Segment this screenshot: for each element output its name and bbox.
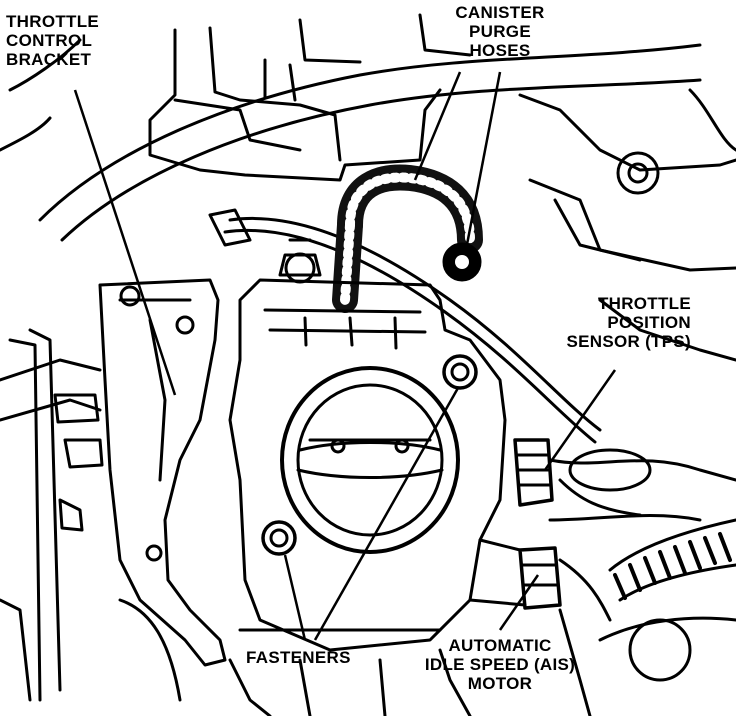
label-line: MOTOR: [467, 674, 533, 693]
label-line: THROTTLE: [597, 294, 691, 313]
canister-purge-hose: [332, 164, 483, 313]
label-line: PURGE: [469, 22, 531, 41]
label-line: FASTENERS: [246, 648, 351, 667]
leader-lines: [73, 71, 617, 641]
throttle-body-casting: [228, 238, 507, 652]
label-ais-motor: AUTOMATIC IDLE SPEED (AIS) MOTOR: [412, 636, 588, 693]
label-line: AUTOMATIC: [448, 636, 552, 655]
label-throttle-position-sensor: THROTTLE POSITION SENSOR (TPS): [566, 294, 691, 351]
label-line: THROTTLE: [6, 12, 100, 31]
main-hose: [0, 38, 702, 242]
leader-tps: [543, 369, 617, 471]
leader-bracket: [73, 89, 177, 396]
label-line: CONTROL: [6, 31, 93, 50]
leader-fasteners-1: [283, 554, 307, 641]
leader-canister-1: [413, 71, 462, 181]
fastener-bolts: [119, 285, 478, 562]
label-line: BRACKET: [6, 50, 92, 69]
label-line: IDLE SPEED (AIS): [424, 655, 576, 674]
leader-fasteners-2: [313, 387, 460, 641]
throttle-control-bracket-part: [98, 278, 227, 667]
label-line: POSITION: [607, 313, 691, 332]
leader-ais: [498, 574, 540, 631]
label-line: SENSOR (TPS): [566, 332, 691, 351]
upper-intake-block: [148, 13, 472, 182]
ais-motor-part: [468, 538, 612, 622]
label-line: HOSES: [469, 41, 531, 60]
label-fasteners: FASTENERS: [246, 648, 351, 667]
label-line: CANISTER: [455, 3, 545, 22]
label-throttle-control-bracket: THROTTLE CONTROL BRACKET: [6, 12, 99, 69]
right-engine-structure: [518, 88, 736, 362]
label-canister-purge-hoses: CANISTER PURGE HOSES: [440, 3, 560, 60]
vacuum-line: [208, 208, 602, 444]
ribbed-hose: [598, 518, 736, 682]
lower-structure: [228, 608, 592, 716]
tps-connector: [513, 438, 736, 522]
left-harness: [0, 328, 182, 702]
leader-canister-2: [463, 71, 502, 256]
throttle-bore: [280, 366, 460, 554]
